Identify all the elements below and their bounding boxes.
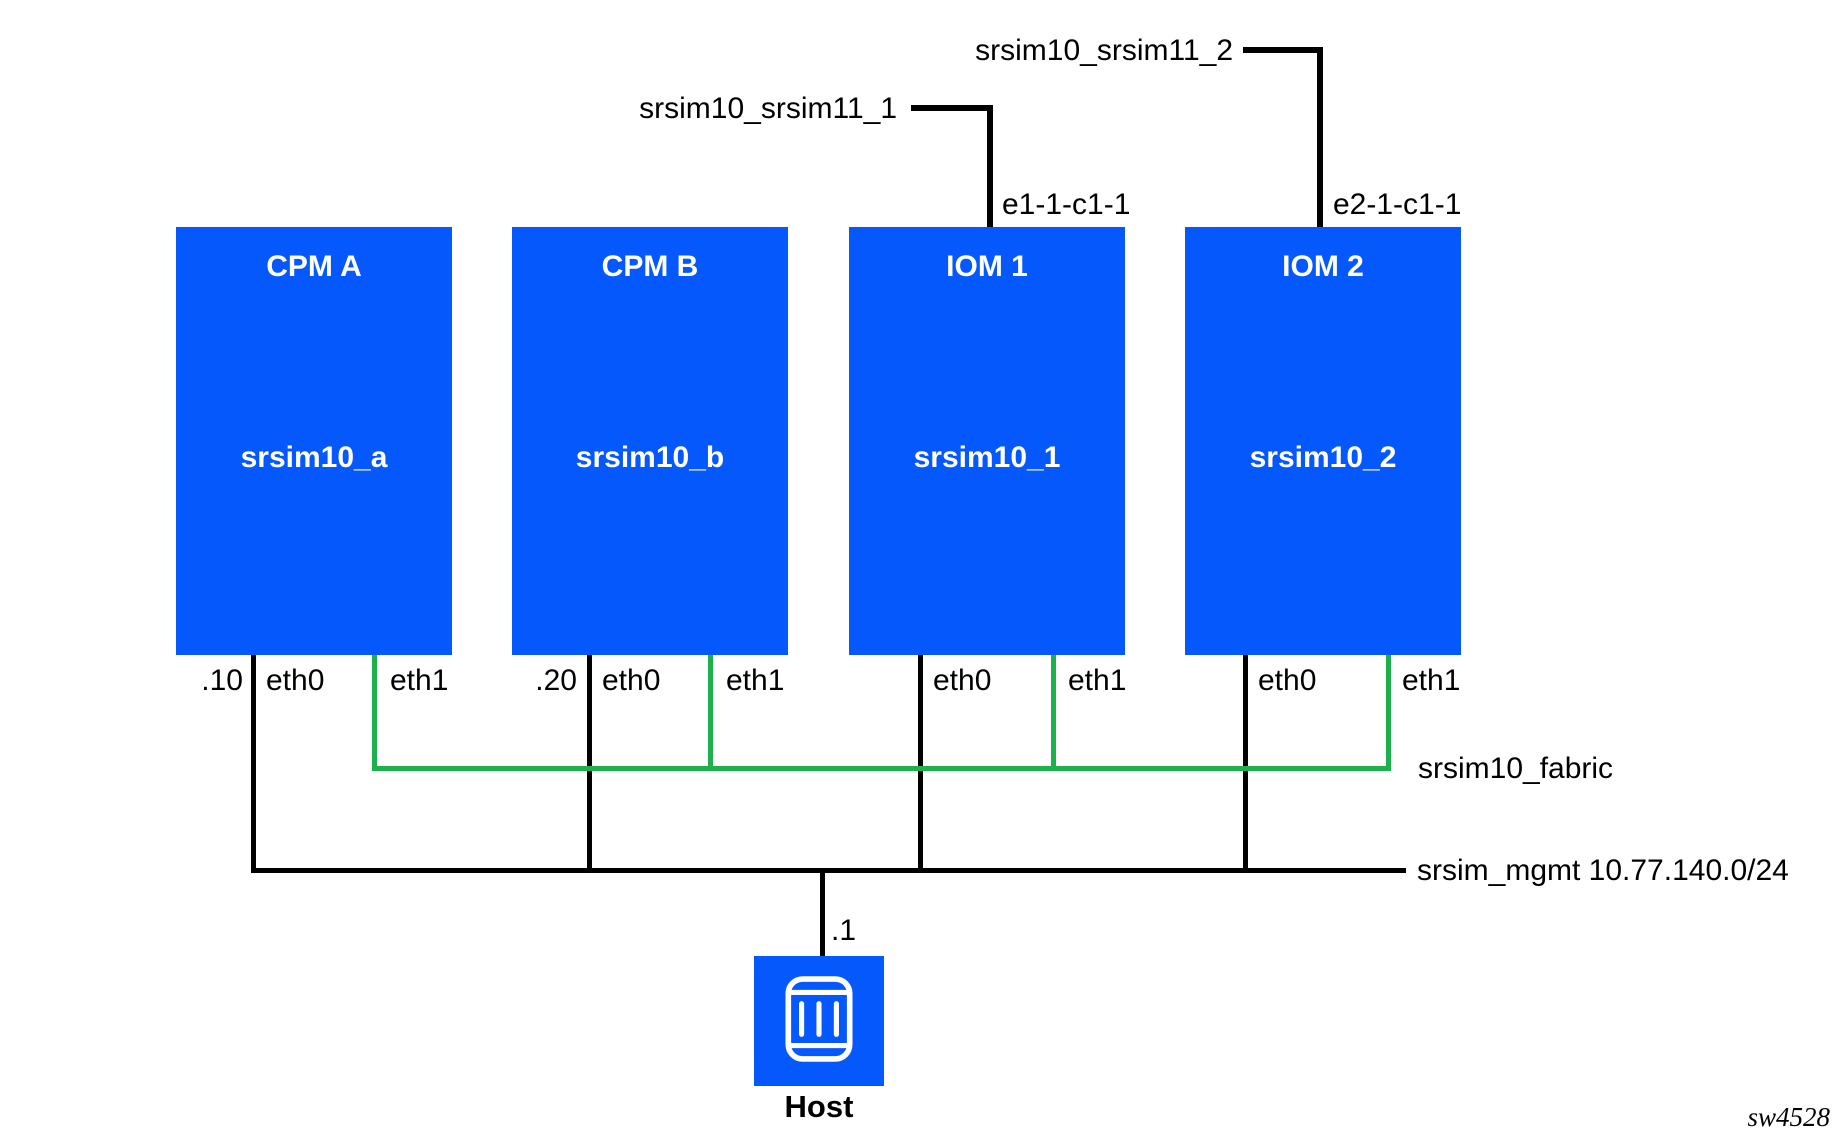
uplink-2-line-horizontal — [1243, 47, 1323, 53]
iom-1-port-eth0-label: eth0 — [933, 664, 992, 697]
cpm-a-mgmt-ip-label: .10 — [201, 664, 243, 697]
cpm-b-mgmt-ip-label: .20 — [535, 664, 577, 697]
uplink-1-line-vertical — [987, 105, 993, 227]
uplink-2-label: srsim10_srsim11_2 — [975, 34, 1233, 67]
cpm-b-eth0-line — [587, 655, 592, 872]
uplink-1-port-label: e1-1-c1-1 — [1002, 188, 1131, 221]
iom-1-eth0-line — [918, 655, 923, 872]
uplink-1-label: srsim10_srsim11_1 — [639, 92, 897, 125]
node-box-cpm-a: CPM A srsim10_a — [176, 227, 452, 655]
iom-2-eth1-line — [1386, 655, 1391, 771]
host-box — [754, 956, 884, 1086]
cpm-b-port-eth1-label: eth1 — [726, 664, 785, 697]
iom-2-eth0-line — [1243, 655, 1248, 872]
cpm-b-port-eth0-label: eth0 — [602, 664, 661, 697]
fabric-bus-line — [372, 766, 1391, 771]
host-link-line — [820, 868, 825, 958]
cpm-a-eth1-line — [372, 655, 377, 771]
node-box-cpm-b: CPM B srsim10_b — [512, 227, 788, 655]
host-ip-label: .1 — [831, 914, 857, 947]
cpm-a-port-eth1-label: eth1 — [390, 664, 449, 697]
node-name: srsim10_1 — [913, 441, 1061, 474]
host-label: Host — [784, 1089, 854, 1124]
iom-2-port-eth0-label: eth0 — [1258, 664, 1317, 697]
node-title: CPM A — [266, 250, 362, 283]
iom-2-port-eth1-label: eth1 — [1402, 664, 1461, 697]
node-box-iom-2: IOM 2 srsim10_2 — [1185, 227, 1461, 655]
uplink-1-line-horizontal — [911, 105, 990, 111]
node-name: srsim10_a — [240, 441, 388, 474]
host-icon — [784, 975, 854, 1068]
uplink-2-line-vertical — [1317, 47, 1323, 227]
iom-1-eth1-line — [1051, 655, 1056, 771]
node-title: IOM 1 — [946, 250, 1028, 283]
cpm-a-port-eth0-label: eth0 — [266, 664, 325, 697]
watermark: sw4528 — [1747, 1102, 1830, 1132]
iom-1-port-eth1-label: eth1 — [1068, 664, 1127, 697]
node-name: srsim10_2 — [1249, 441, 1397, 474]
node-name: srsim10_b — [575, 441, 725, 474]
fabric-bus-label: srsim10_fabric — [1418, 752, 1614, 785]
mgmt-bus-label: srsim_mgmt 10.77.140.0/24 — [1417, 854, 1789, 887]
cpm-a-eth0-line — [251, 655, 256, 872]
mgmt-bus-line — [251, 868, 1406, 873]
node-box-iom-1: IOM 1 srsim10_1 — [849, 227, 1125, 655]
node-title: CPM B — [601, 250, 699, 283]
node-title: IOM 2 — [1282, 250, 1364, 283]
cpm-b-eth1-line — [708, 655, 713, 771]
uplink-2-port-label: e2-1-c1-1 — [1333, 188, 1462, 221]
